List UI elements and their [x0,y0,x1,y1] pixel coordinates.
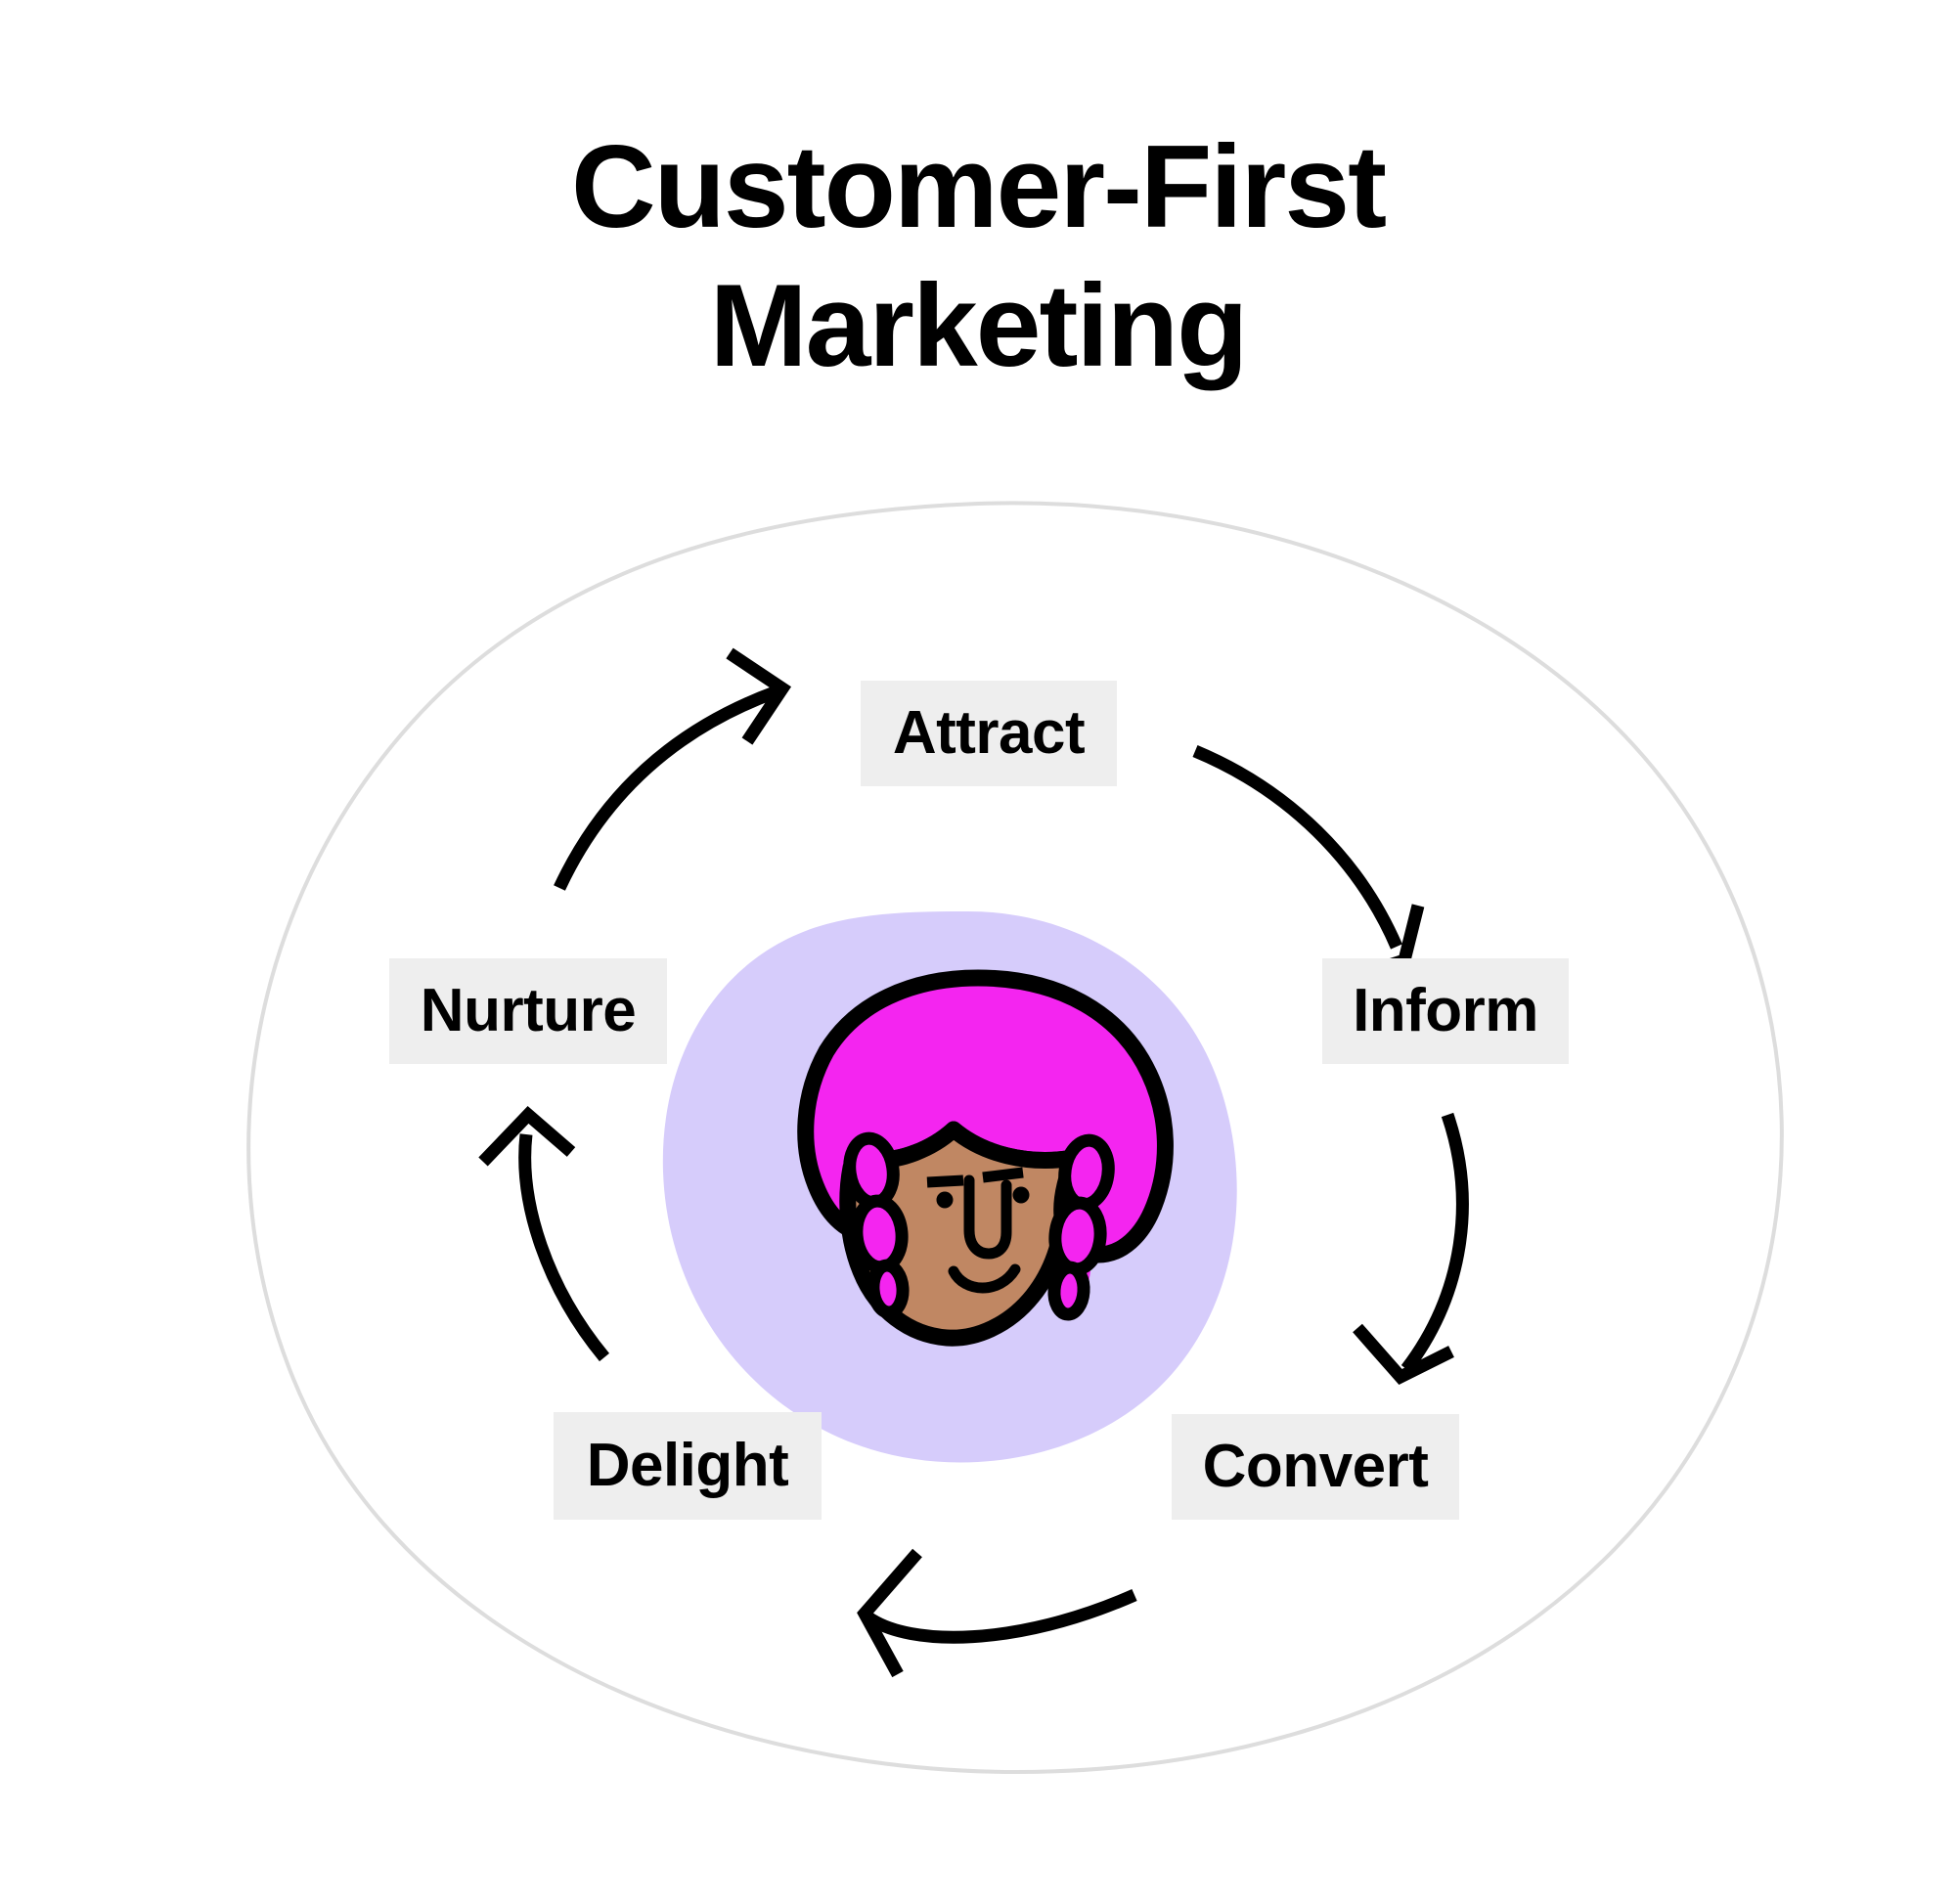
arrow-convert-to-delight [857,1548,1137,1678]
stage-label-convert[interactable]: Convert [1172,1414,1459,1520]
arrow-attract-to-inform [1192,745,1425,985]
stage-label-attract[interactable]: Attract [861,681,1117,786]
customer-avatar [797,969,1174,1347]
cycle-boundary-oval [246,501,1784,1774]
avatar-smile [948,1263,1021,1294]
avatar-eye-right [1012,1186,1030,1204]
arrow-delight-to-nurture [478,1106,610,1362]
avatar-eye-left [936,1191,954,1209]
stage-label-inform[interactable]: Inform [1322,958,1569,1064]
arrow-inform-to-convert [1353,1112,1469,1386]
stage-label-delight[interactable]: Delight [554,1412,822,1520]
stage-label-nurture[interactable]: Nurture [389,958,667,1064]
avatar-eyebrow-left [926,1174,964,1188]
arrow-nurture-to-attract [554,647,792,891]
avatar-nose [963,1174,1012,1260]
avatar-eyebrow-right [982,1167,1024,1183]
avatar-braid-left [843,1131,910,1319]
avatar-braid-right [1047,1133,1115,1321]
